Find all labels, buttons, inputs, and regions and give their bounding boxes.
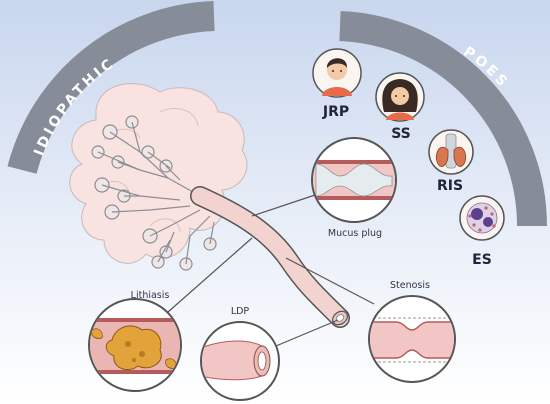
eosinophil-cell-icon xyxy=(459,195,505,241)
thyroid-icon xyxy=(428,129,474,175)
stenosis-label: Stenosis xyxy=(390,280,430,291)
ris-item: RIS xyxy=(428,129,474,194)
salivary-duct xyxy=(190,186,350,328)
woman-avatar-icon xyxy=(375,72,425,122)
es-label: ES xyxy=(472,252,492,268)
pointer-lines xyxy=(167,194,375,347)
jrp-label: JRP xyxy=(322,104,349,120)
gland-illustration xyxy=(69,83,248,271)
ris-label: RIS xyxy=(437,178,463,194)
lithiasis-label: Lithiasis xyxy=(131,290,170,301)
boy-avatar-icon xyxy=(312,48,362,98)
mucus-plug-inset: Mucus plug xyxy=(311,137,397,239)
mucus-plug-label: Mucus plug xyxy=(328,228,382,239)
jrp-item: JRP xyxy=(312,48,362,120)
stenosis-inset: Stenosis xyxy=(368,280,456,383)
ldp-label: LDP xyxy=(231,306,250,317)
lithiasis-inset: Lithiasis xyxy=(88,290,182,392)
es-item: ES xyxy=(459,195,505,268)
ss-label: SS xyxy=(391,126,411,142)
ldp-inset: LDP xyxy=(200,306,280,401)
ss-item: SS xyxy=(375,72,425,142)
